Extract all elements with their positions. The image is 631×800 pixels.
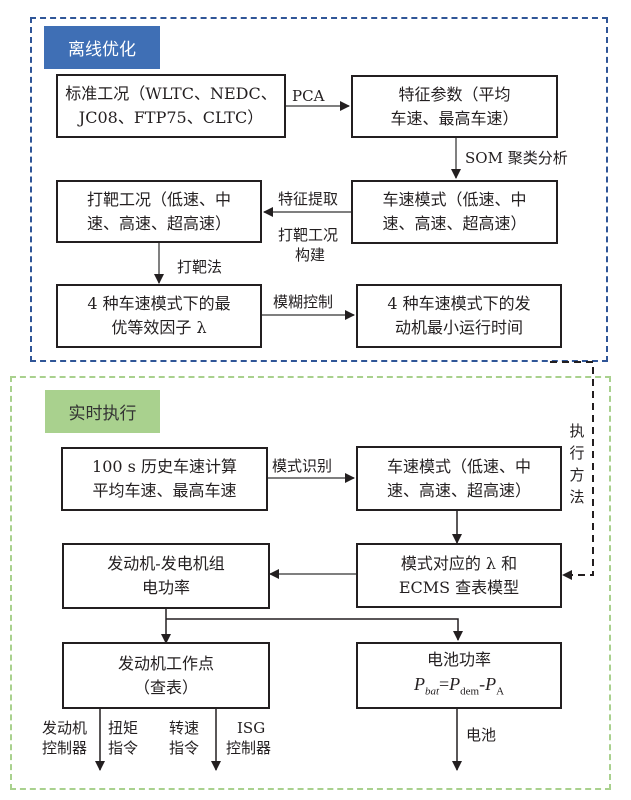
isg-controller-label-line2: 控制器 <box>226 739 272 757</box>
feature-params-box: 特征参数（平均 车速、最高车速） <box>351 75 558 138</box>
som-label: SOM 聚类分析 <box>465 149 568 167</box>
genset-power-line1: 发动机-发电机组 <box>107 554 225 573</box>
feature-extract-label: 特征提取 <box>278 190 339 208</box>
formula-equals: = <box>439 673 450 694</box>
realtime-execution-tag: 实时执行 <box>45 390 160 433</box>
realtime-execution-region <box>10 376 611 790</box>
engine-point-box: 发动机工作点 （查表） <box>62 642 270 709</box>
optimal-factor-line1: 4 种车速模式下的最 <box>87 294 231 313</box>
target-cycles-box: 打靶工况（低速、中 速、高速、超高速） <box>56 180 262 243</box>
shooting-method-label: 打靶法 <box>177 258 223 276</box>
formula-p-a: P <box>485 673 497 694</box>
formula-p-bat: P <box>413 673 425 694</box>
torque-command-label-line2: 指令 <box>108 739 139 757</box>
target-cycles-line1: 打靶工况（低速、中 <box>86 189 231 209</box>
realtime-speed-modes-box: 车速模式（低速、中 速、高速、超高速） <box>356 446 562 511</box>
isg-controller-label-line1: ISG <box>237 719 266 737</box>
offline-optimization-tag: 离线优化 <box>44 26 160 69</box>
optimal-factor-line2: 优等效因子 λ <box>111 318 207 337</box>
execution-method-char: 执 <box>569 422 585 440</box>
standard-cycles-box: 标准工况（WLTC、NEDC、 JC08、FTP75、CLTC） <box>56 74 286 138</box>
offline-speed-modes-box: 车速模式（低速、中 速、高速、超高速） <box>351 180 558 244</box>
engine-point-line1: 发动机工作点 <box>117 653 214 673</box>
pca-label: PCA <box>292 87 325 105</box>
genset-power-line2: 电功率 <box>141 578 190 597</box>
execution-method-char: 法 <box>569 488 585 506</box>
min-runtime-box: 4 种车速模式下的发 动机最小运行时间 <box>356 284 562 348</box>
offline-speed-modes-line1: 车速模式（低速、中 <box>382 190 527 209</box>
min-runtime-line2: 动机最小运行时间 <box>394 318 523 337</box>
battery-power-box: 电池功率 Pbat=Pdem-PA <box>356 642 562 709</box>
execution-method-label: 执 行 方 法 <box>568 420 586 508</box>
history-speed-line2: 平均车速、最高车速 <box>92 481 237 500</box>
formula-minus: - <box>479 673 486 694</box>
target-build-label-line1: 打靶工况 <box>278 226 339 244</box>
formula-p-dem: P <box>449 673 461 694</box>
target-cycles-line2: 速、高速、超高速） <box>86 213 231 233</box>
engine-point-line2: （查表） <box>133 677 198 697</box>
battery-power-title: 电池功率 <box>426 649 491 669</box>
formula-sub-dem: dem <box>460 685 480 698</box>
battery-label: 电池 <box>466 726 497 744</box>
fuzzy-control-label: 模糊控制 <box>273 293 334 311</box>
mode-recognition-label: 模式识别 <box>272 457 333 475</box>
torque-command-label-line1: 扭矩 <box>108 719 139 737</box>
edge-execution-method <box>550 361 594 576</box>
history-speed-box: 100 s 历史车速计算 平均车速、最高车速 <box>61 447 268 511</box>
standard-cycles-line1: 标准工况（WLTC、NEDC、 <box>65 84 277 103</box>
optimal-factor-box: 4 种车速模式下的最 优等效因子 λ <box>56 284 262 348</box>
execution-method-arrowhead <box>562 570 572 580</box>
lookup-model-line1: 模式对应的 λ 和 <box>400 553 518 573</box>
edge-genset-to-battery-power <box>166 618 463 641</box>
standard-cycles-line2: JC08、FTP75、CLTC） <box>78 108 264 127</box>
feature-params-line2: 车速、最高车速） <box>390 108 519 128</box>
target-build-label-line2: 构建 <box>295 246 326 264</box>
genset-power-box: 发动机-发电机组 电功率 <box>62 543 270 609</box>
formula-sub-bat: bat <box>424 685 439 698</box>
lookup-model-box: 模式对应的 λ 和 ECMS 查表模型 <box>356 543 562 608</box>
formula-sub-a: A <box>496 685 505 698</box>
engine-controller-label-line2: 控制器 <box>42 739 88 757</box>
speed-command-label-line1: 转速 <box>169 719 200 737</box>
execution-method-char: 行 <box>569 444 585 462</box>
offline-speed-modes-line2: 速、高速、超高速） <box>382 214 527 233</box>
speed-command-label-line2: 指令 <box>169 739 200 757</box>
realtime-speed-modes-line2: 速、高速、超高速） <box>386 480 531 500</box>
lookup-model-line2: ECMS 查表模型 <box>398 577 520 597</box>
history-speed-line1: 100 s 历史车速计算 <box>92 457 237 476</box>
engine-controller-label-line1: 发动机 <box>42 719 88 737</box>
execution-method-char: 方 <box>569 466 585 484</box>
realtime-speed-modes-line1: 车速模式（低速、中 <box>386 456 531 476</box>
battery-power-formula: Pbat=Pdem-PA <box>414 672 504 704</box>
min-runtime-line1: 4 种车速模式下的发 <box>387 294 531 313</box>
offline-optimization-region <box>30 17 608 362</box>
feature-params-line1: 特征参数（平均 <box>398 84 511 104</box>
